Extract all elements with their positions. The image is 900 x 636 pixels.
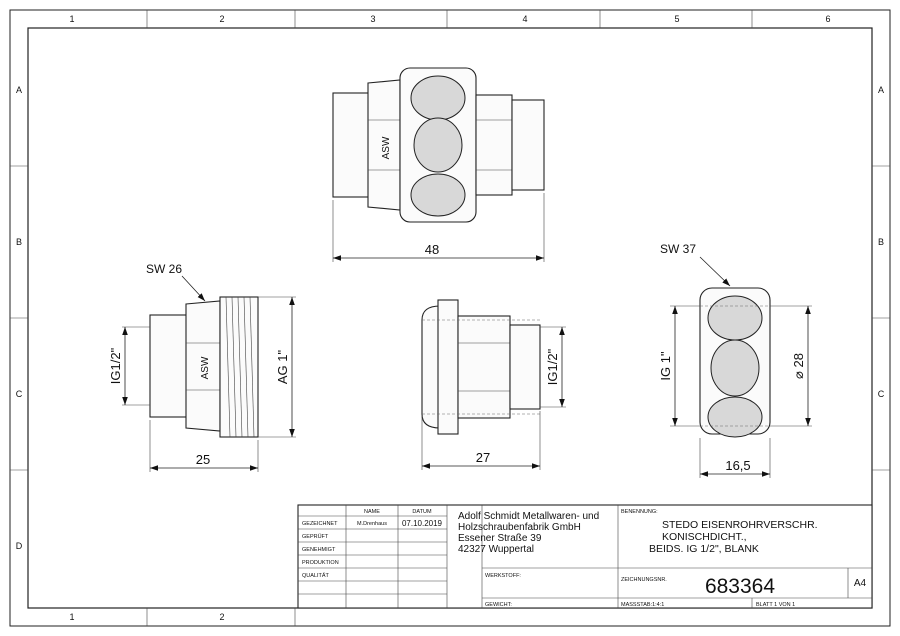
title-block: NAME DATUM GEZEICHNET M.Drenhaus 07.10.2… [297, 504, 873, 609]
left-view: ASW SW 26 IG1/2" AG 1" 25 [108, 262, 296, 472]
right-view-sw37-callout: SW 37 [660, 242, 696, 256]
gewicht-label: GEWICHT: [485, 602, 512, 608]
title-col-date: DATUM [412, 509, 432, 515]
right-view-dim-16-5: 16,5 [725, 458, 750, 473]
middle-view-dim-27: 27 [476, 450, 490, 465]
benennung-label: BENENNUNG: [621, 509, 658, 515]
row-label-left-c: C [16, 389, 23, 399]
col-label-top-2: 2 [219, 14, 224, 24]
title-row-label-produktion: PRODUKTION [302, 560, 339, 566]
middle-view-dim-ig12: IG1/2" [545, 348, 560, 385]
left-view-dim-ag1: AG 1" [275, 350, 290, 385]
company-line-3: Essener Straße 39 [458, 533, 542, 544]
company-line-4: 42327 Wuppertal [458, 544, 534, 555]
title-row-date-gezeichnet: 07.10.2019 [402, 519, 443, 528]
company-line-1: Adolf Schmidt Metallwaren- und [458, 511, 599, 522]
row-label-right-c: C [878, 389, 885, 399]
row-label-left-d: D [16, 541, 23, 551]
blatt-value: BLATT 1 VON 1 [756, 602, 795, 608]
zeichnungsnr-label: ZEICHNUNGSNR. [621, 577, 667, 583]
left-view-sw26-callout: SW 26 [146, 262, 182, 276]
row-ticks [10, 165, 890, 471]
benennung-line-2: KONISCHDICHT., [662, 531, 747, 543]
col-label-top-5: 5 [674, 14, 679, 24]
top-view-dim-48: 48 [425, 242, 439, 257]
left-view-asw-label: ASW [200, 356, 211, 379]
row-label-left-a: A [16, 85, 22, 95]
company-line-2: Holzschraubenfabrik GmbH [458, 522, 581, 533]
col-label-top-4: 4 [522, 14, 527, 24]
title-row-label-gezeichnet: GEZEICHNET [302, 521, 338, 527]
right-view: SW 37 IG 1" ⌀ 28 16,5 [658, 242, 812, 478]
right-view-dim-d28: ⌀ 28 [791, 353, 806, 379]
left-view-dim-25: 25 [196, 452, 210, 467]
col-label-top-3: 3 [370, 14, 375, 24]
top-view-asw-label: ASW [381, 136, 392, 159]
right-view-dim-ig1: IG 1" [658, 351, 673, 381]
row-label-left-b: B [16, 237, 22, 247]
middle-view: IG1/2" 27 [421, 299, 566, 470]
column-ticks [146, 10, 753, 626]
zeichnungsnr-value: 683364 [705, 575, 775, 598]
title-row-label-geprueft: GEPRÜFT [302, 533, 329, 540]
format-value: A4 [854, 578, 867, 589]
benennung-line-1: STEDO EISENROHRVERSCHR. [662, 519, 818, 531]
left-view-dim-ig12: IG1/2" [108, 347, 123, 384]
col-label-top-6: 6 [825, 14, 830, 24]
row-label-right-a: A [878, 85, 884, 95]
massstab-value: MASSSTAB:1:4:1 [621, 602, 664, 608]
title-row-name-gezeichnet: M.Drenhaus [357, 521, 387, 527]
top-view: ASW 48 [332, 67, 545, 262]
col-label-bottom-2: 2 [219, 612, 224, 622]
title-col-name: NAME [364, 509, 380, 515]
col-label-bottom-1: 1 [69, 612, 74, 622]
title-row-label-genehmigt: GENEHMIGT [302, 547, 336, 553]
werkstoff-label: WERKSTOFF: [485, 573, 521, 579]
title-row-label-qualitaet: QUALITÄT [302, 572, 330, 579]
benennung-line-3: BEIDS. IG 1/2", BLANK [649, 543, 759, 555]
row-label-right-b: B [878, 237, 884, 247]
col-label-top-1: 1 [69, 14, 74, 24]
